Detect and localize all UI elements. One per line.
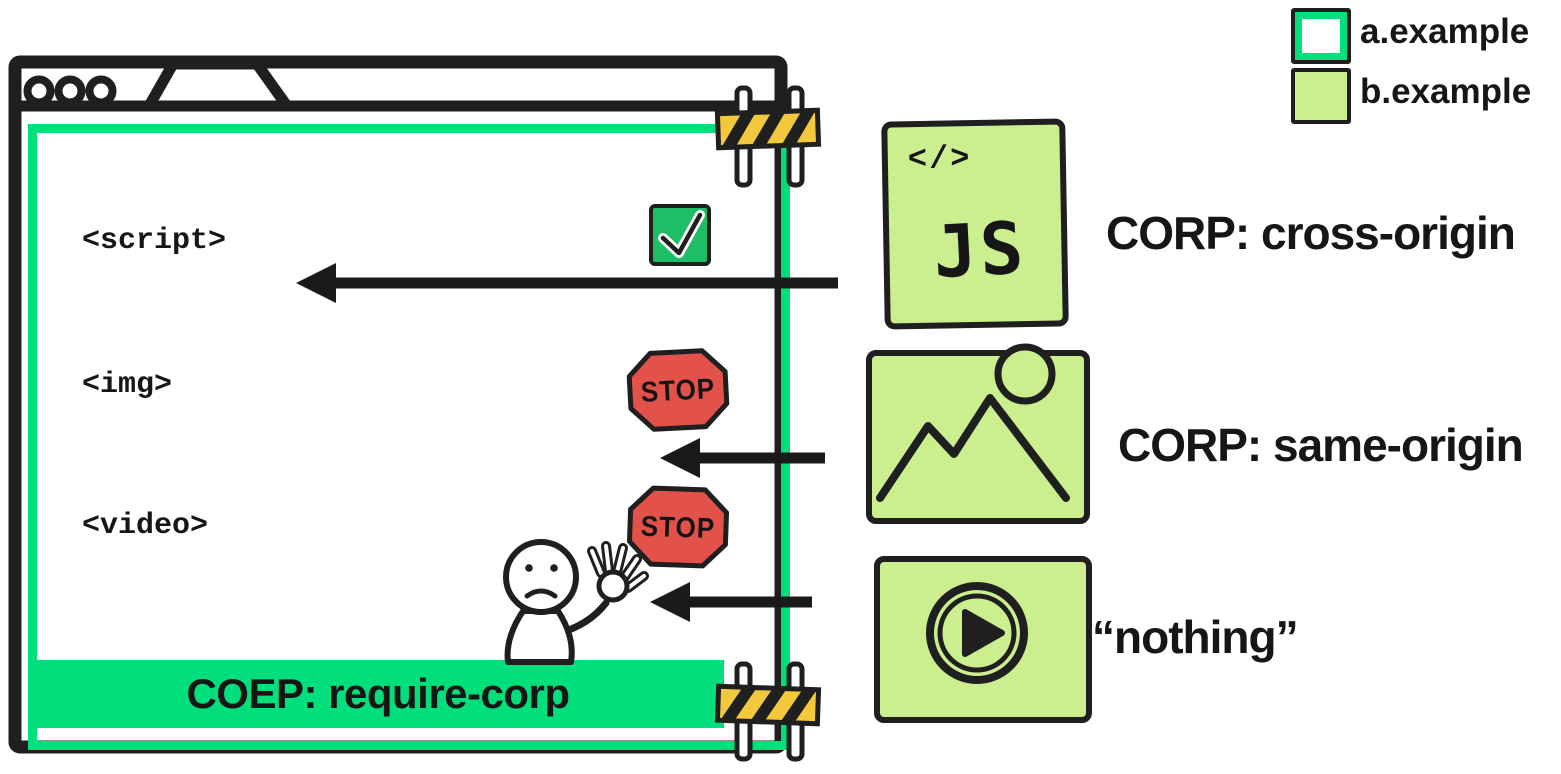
stop-sign-icon-img [626,348,730,432]
window-buttons-icon [23,75,117,107]
video-file-card [874,556,1092,723]
a-example-label: a.example [1360,12,1530,51]
img-tag-label: <img> [82,368,173,402]
person-body [504,608,575,665]
person-stop-hand-icon [587,541,649,603]
b-example-label: b.example [1360,72,1532,111]
arrow-video-blocked [650,582,812,622]
nothing-label: “nothing” [1092,611,1299,663]
barricade-icon-top [714,85,822,188]
person-head [503,539,579,615]
arrow-script-allowed [296,263,838,303]
video-tag-label: <video> [82,509,209,543]
a-example-swatch [1291,8,1351,64]
coep-banner: COEP: require-corp [32,660,724,728]
page-viewport [28,124,790,750]
image-icon [876,343,1070,502]
stop-sign-label: STOP [640,508,716,545]
mountain-icon [876,394,1070,502]
image-file-card [866,343,1090,524]
arrow-img-blocked [660,438,825,478]
coep-banner-label: COEP: require-corp [186,670,570,717]
barricade-icon-bottom [714,661,822,762]
corp-same-origin-label: CORP: same-origin [1118,419,1524,471]
corp-cross-origin-label: CORP: cross-origin [1106,207,1516,259]
stop-sign-icon-video [626,485,730,569]
person-blocking-figure [503,539,649,665]
stop-sign-label: STOP [639,371,716,408]
sun-icon [994,343,1056,405]
person-frown [524,588,558,599]
script-tag-label: <script> [82,224,227,258]
allowed-check-icon [649,204,711,266]
b-example-swatch [1291,68,1351,124]
play-icon [926,582,1028,684]
browser-tab [144,58,292,110]
